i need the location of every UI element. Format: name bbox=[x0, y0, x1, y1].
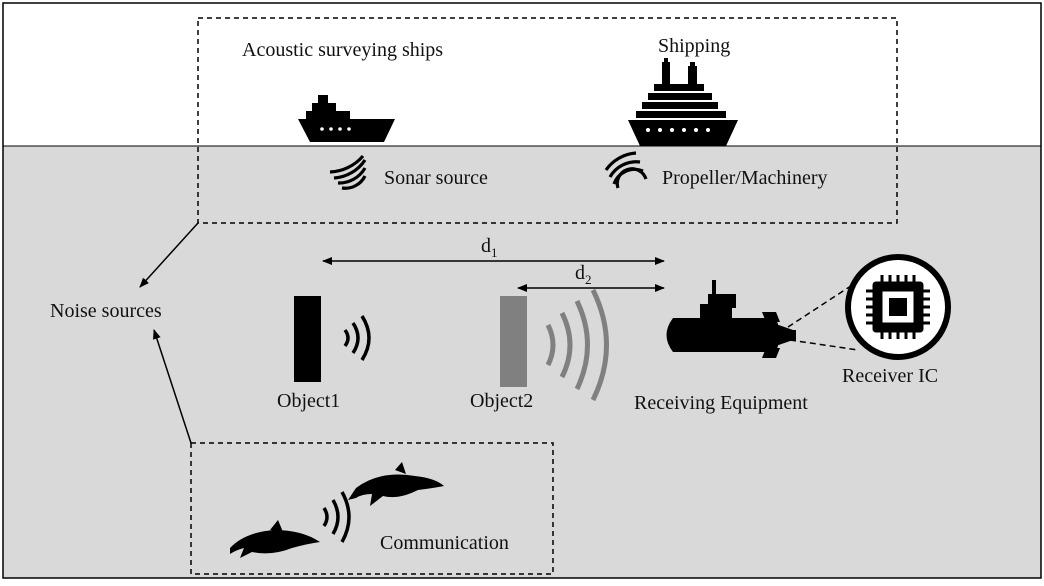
sky-region bbox=[3, 3, 1041, 146]
zoom-line-top bbox=[787, 279, 861, 328]
chip-icon bbox=[866, 275, 930, 339]
survey-ship-icon bbox=[298, 95, 395, 142]
sonar-source-label: Sonar source bbox=[384, 167, 488, 189]
arrow-bio-to-noise bbox=[152, 329, 192, 444]
object2-wave-icon bbox=[545, 288, 609, 402]
cruise-ship-icon bbox=[628, 58, 738, 146]
d2-label: d2 bbox=[575, 262, 592, 287]
object1-wave-icon bbox=[343, 315, 371, 361]
dolphin-icon bbox=[348, 462, 444, 506]
object1-block bbox=[294, 296, 321, 382]
noise-sources-label: Noise sources bbox=[50, 300, 162, 322]
receiving-equipment-label: Receiving Equipment bbox=[634, 392, 808, 414]
object1-label: Object1 bbox=[277, 390, 340, 412]
survey-ships-label: Acoustic surveying ships bbox=[242, 39, 443, 61]
submarine-icon bbox=[666, 280, 796, 358]
arrow-surface-to-noise bbox=[139, 222, 199, 288]
zoom-line-bottom bbox=[789, 339, 859, 351]
object2-label: Object2 bbox=[470, 390, 533, 412]
object2-block bbox=[500, 296, 527, 387]
sonar-wave-icon bbox=[329, 154, 367, 190]
propeller-wave-icon bbox=[604, 151, 648, 189]
receiver-ic-label: Receiver IC bbox=[842, 365, 938, 387]
surface-noise-box bbox=[197, 17, 898, 224]
communication-label: Communication bbox=[380, 532, 509, 554]
shipping-label: Shipping bbox=[658, 35, 730, 57]
dolphin-icon-2 bbox=[230, 520, 320, 558]
propeller-label: Propeller/Machinery bbox=[662, 167, 828, 189]
d1-label: d1 bbox=[481, 235, 498, 260]
communication-wave-icon bbox=[322, 491, 351, 543]
biological-noise-box bbox=[190, 442, 554, 575]
